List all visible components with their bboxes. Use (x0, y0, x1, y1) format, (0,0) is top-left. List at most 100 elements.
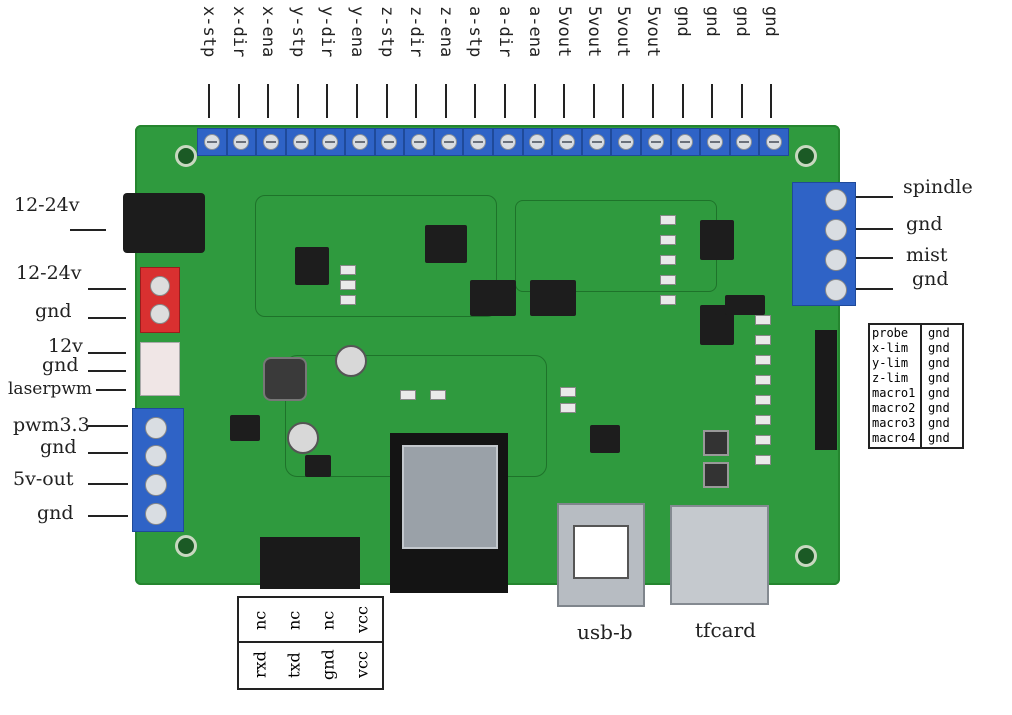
screw-icon (145, 417, 167, 439)
smd-resistor (660, 275, 676, 285)
spindle-terminal (792, 182, 856, 306)
leader-line (96, 389, 126, 391)
smd-resistor (755, 335, 771, 345)
leader-line (267, 84, 269, 118)
limit-pin-name: y-lim (872, 356, 909, 370)
screw-icon (618, 134, 635, 150)
smd-resistor (340, 295, 356, 305)
screw-icon (736, 134, 753, 150)
screw-icon (145, 503, 167, 525)
smd-resistor (660, 255, 676, 265)
screw-terminal (522, 128, 553, 156)
screw-icon (825, 189, 847, 211)
gnd-label: gnd (35, 300, 72, 322)
limit-pin-name: macro2 (872, 401, 916, 415)
top-pin-label: gnd (702, 6, 722, 37)
screw-terminal (433, 128, 464, 156)
uart-pin-label: vcc (352, 651, 372, 679)
diode (725, 295, 765, 315)
smd-resistor (660, 295, 676, 305)
screw-icon (145, 445, 167, 467)
uart-pin-label: vcc (352, 606, 372, 634)
leader-line (855, 196, 893, 198)
screw-icon (262, 134, 279, 150)
screw-terminal (611, 128, 641, 156)
screw-icon (381, 134, 398, 150)
smd-resistor (340, 265, 356, 275)
left-io-terminal (132, 408, 184, 532)
pcb-trace (255, 195, 497, 317)
top-pin-label: z-ena (436, 6, 456, 58)
ic-chip (305, 455, 331, 477)
screw-icon (233, 134, 250, 150)
mount-hole (795, 545, 817, 567)
usb-b-port (557, 503, 645, 607)
screw-terminal (492, 128, 523, 156)
top-pin-label: gnd (732, 6, 752, 37)
limit-pin-name: x-lim (872, 341, 909, 355)
smd-resistor (755, 455, 771, 465)
leader-line (445, 84, 447, 118)
top-pin-label: y-ena (347, 6, 367, 58)
top-pin-label: x-dir (229, 6, 249, 58)
smd-resistor (560, 403, 576, 413)
top-pin-label: z-dir (406, 6, 426, 58)
smd-resistor (755, 315, 771, 325)
screw-terminal (640, 128, 671, 156)
screw-icon (470, 134, 487, 150)
leader-line (356, 84, 358, 118)
screw-terminal (729, 128, 760, 156)
ic-chip (230, 415, 260, 441)
smd-resistor (430, 390, 446, 400)
leader-line (593, 84, 595, 118)
limit-pin-name: z-lim (872, 371, 909, 385)
gnd-label: gnd (912, 268, 949, 290)
gnd-label: gnd (42, 354, 79, 376)
leader-line (415, 84, 417, 118)
pcb-trace (515, 200, 717, 292)
limit-pin-name: macro3 (872, 416, 916, 430)
screw-icon (825, 249, 847, 271)
screw-icon (825, 279, 847, 301)
screw-icon (292, 134, 309, 150)
limit-pin-gnd: gnd (928, 431, 950, 445)
top-pin-label: y-stp (288, 6, 308, 58)
reset-button (703, 430, 729, 456)
leader-line (88, 515, 128, 517)
laserpwm-label: laserpwm (8, 379, 93, 399)
mount-hole (175, 145, 197, 167)
smd-resistor (340, 280, 356, 290)
leader-line (88, 452, 128, 454)
uart-pin-label: nc (250, 610, 270, 630)
screw-terminal (463, 128, 493, 156)
smd-resistor (755, 435, 771, 445)
leader-line (88, 483, 128, 485)
limit-pin-name: probe (872, 326, 909, 340)
limit-pin-header (815, 330, 837, 450)
screw-icon (440, 134, 457, 150)
mosfet-chip (295, 247, 329, 285)
smd-resistor (755, 395, 771, 405)
leader-line (855, 257, 893, 259)
top-pin-label: 5vout (554, 6, 574, 58)
screw-icon (203, 134, 220, 150)
smd-resistor (755, 355, 771, 365)
table-divider (920, 325, 922, 447)
smd-resistor (755, 415, 771, 425)
leader-line (770, 84, 772, 118)
5v-out-label: 5v-out (13, 468, 74, 490)
screw-terminal (256, 128, 286, 156)
screw-icon (499, 134, 516, 150)
leader-line (88, 317, 126, 319)
limit-pin-gnd: gnd (928, 341, 950, 355)
leader-line (622, 84, 624, 118)
uart-pin-label: nc (284, 610, 304, 630)
power-input-label: 12-24v (14, 194, 80, 216)
screw-icon (529, 134, 546, 150)
top-pin-label: y-dir (317, 6, 337, 58)
smd-resistor (660, 235, 676, 245)
mosfet-chip (700, 220, 734, 260)
